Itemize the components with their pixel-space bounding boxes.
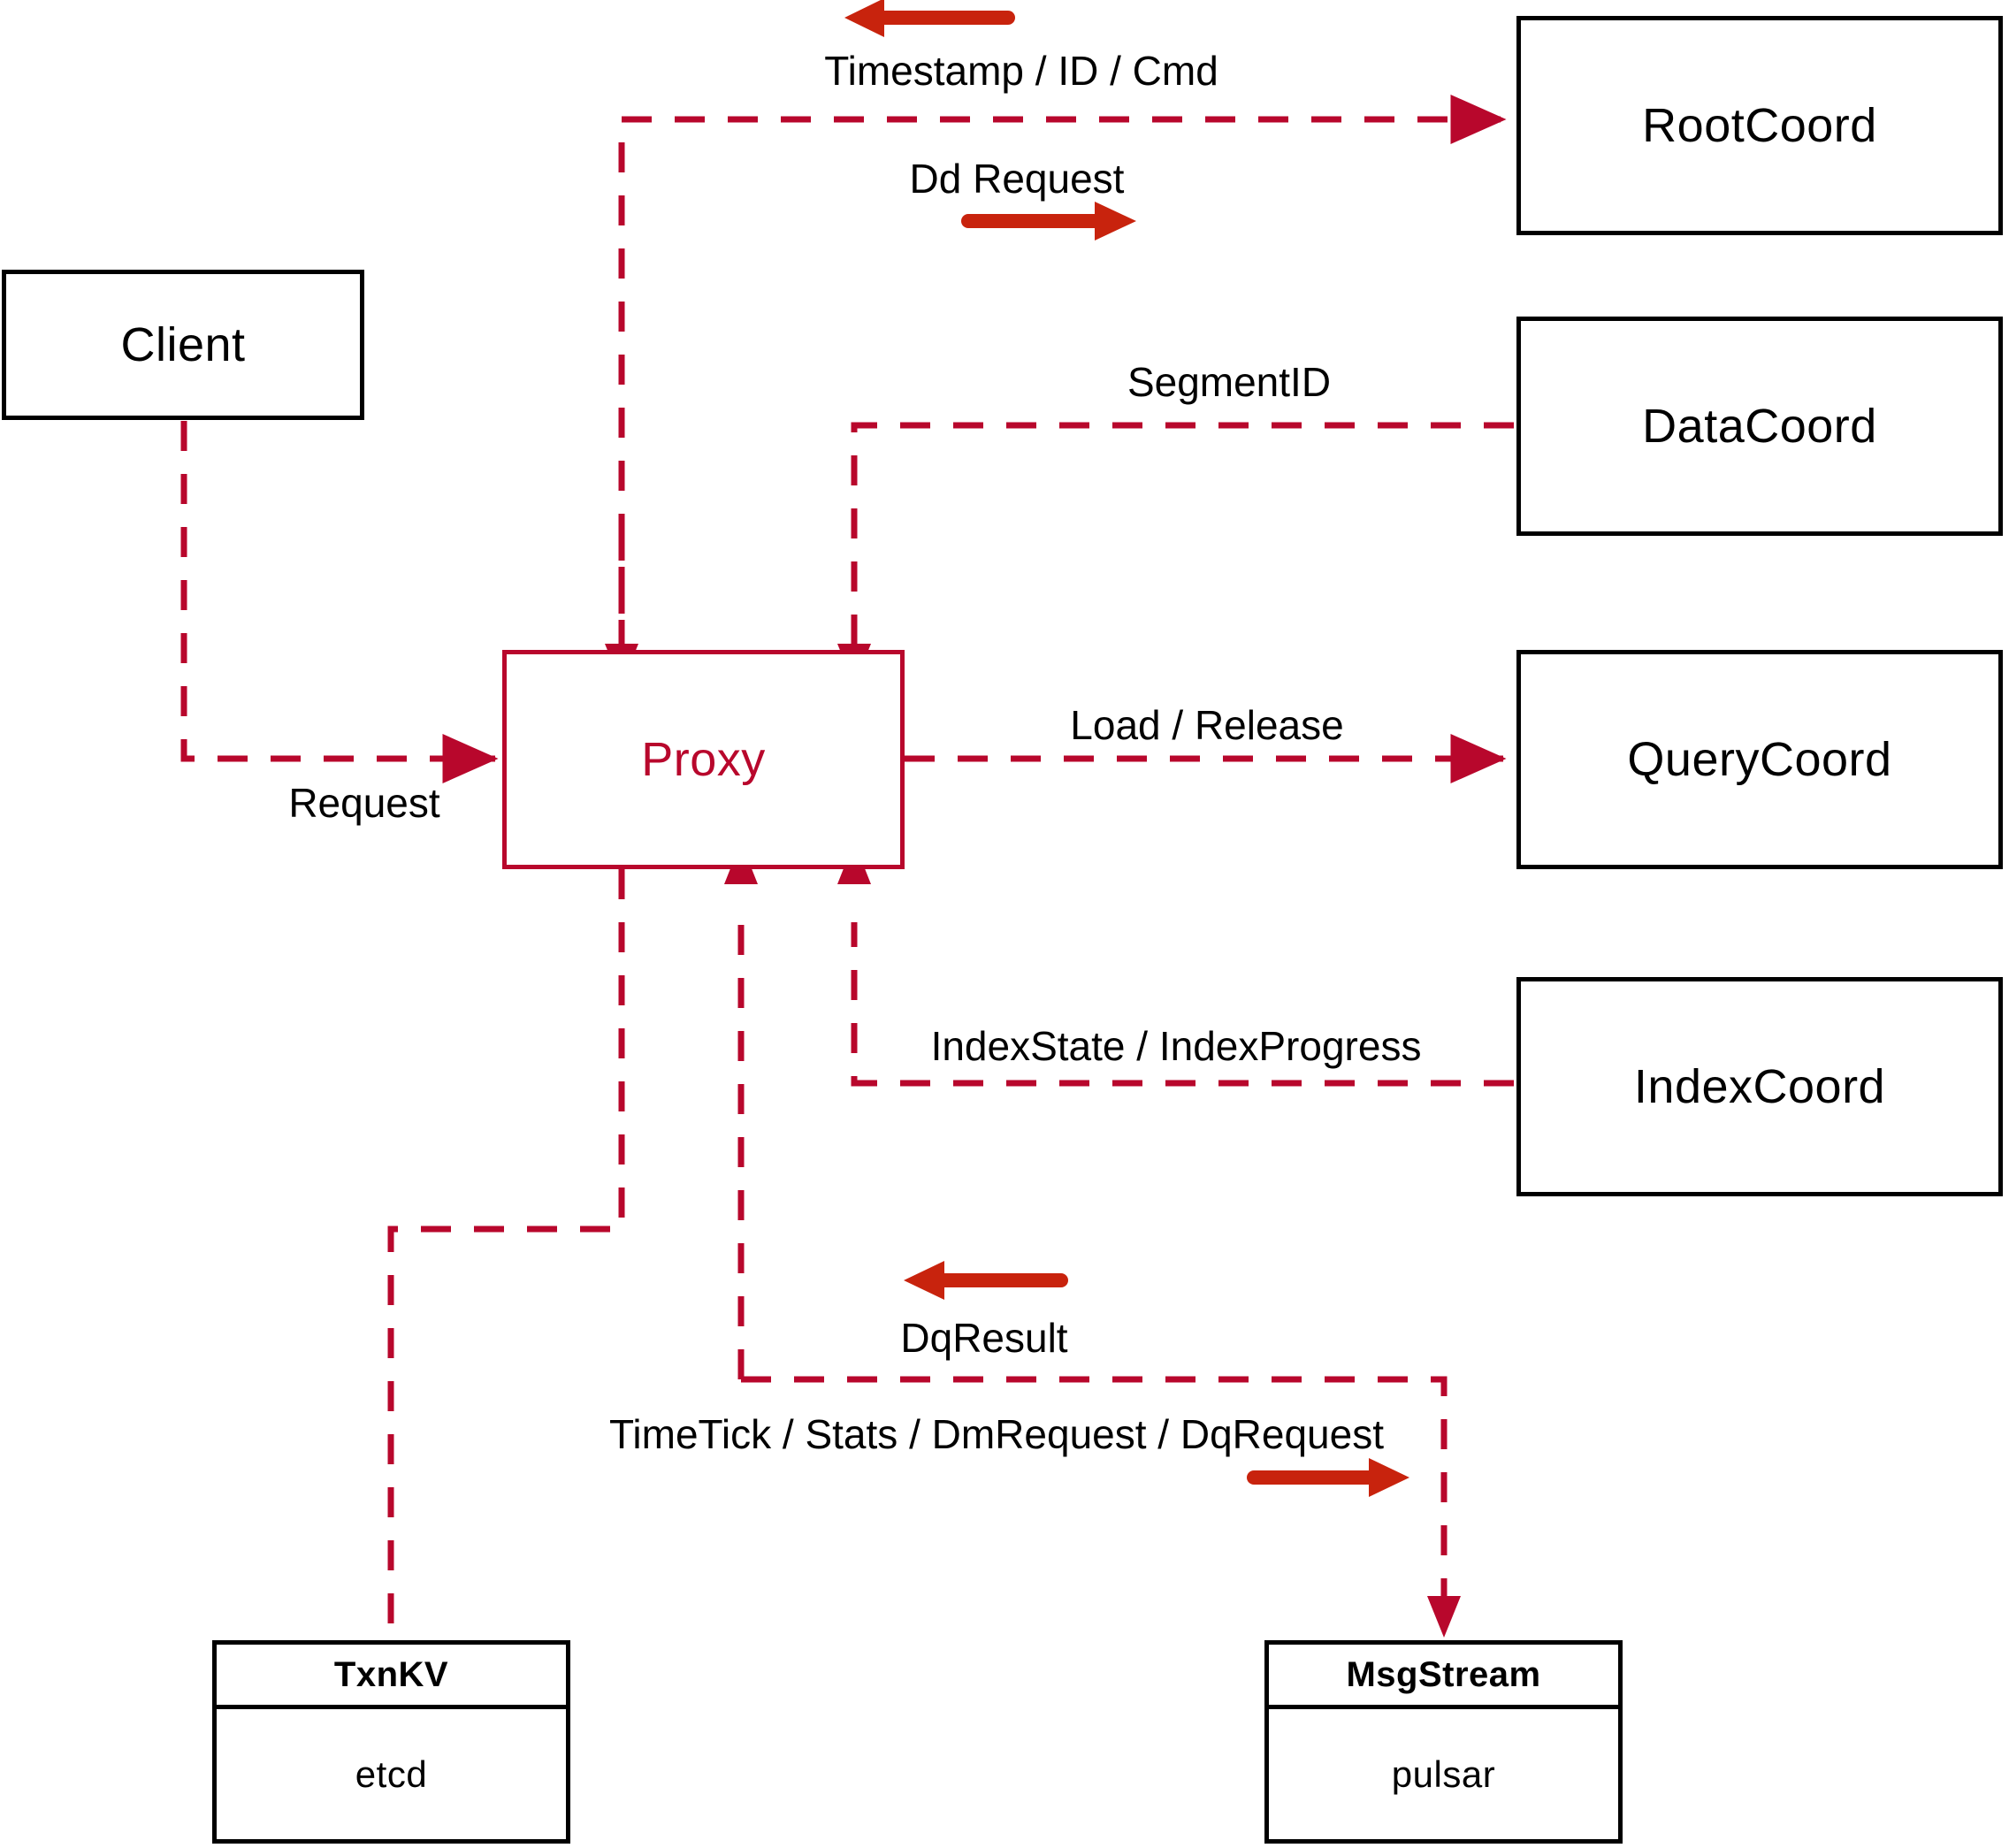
direction-arrow-dqrequest-right — [1247, 1458, 1409, 1497]
edge-label-timestamp-id-cmd: Timestamp / ID / Cmd — [824, 48, 1218, 94]
node-msgstream[interactable]: MsgStream pulsar — [1264, 1640, 1623, 1844]
node-rootcoord-label: RootCoord — [1642, 99, 1877, 152]
direction-arrow-timestamp-left — [844, 0, 1015, 37]
node-rootcoord[interactable]: RootCoord — [1516, 16, 2003, 235]
wire-datacoord-proxy — [837, 422, 1514, 685]
node-msgstream-label: MsgStream — [1346, 1655, 1541, 1694]
direction-arrow-dd-request-right — [961, 202, 1136, 241]
node-txnkv-impl: etcd — [355, 1753, 428, 1795]
node-msgstream-header: MsgStream — [1269, 1645, 1618, 1709]
node-querycoord-label: QueryCoord — [1627, 733, 1892, 786]
node-proxy[interactable]: Proxy — [502, 650, 905, 869]
node-proxy-label: Proxy — [641, 733, 766, 786]
edge-label-load-release: Load / Release — [1070, 702, 1344, 748]
node-txnkv[interactable]: TxnKV etcd — [212, 1640, 570, 1844]
node-msgstream-body: pulsar — [1269, 1709, 1618, 1839]
node-datacoord-label: DataCoord — [1642, 400, 1877, 453]
node-client[interactable]: Client — [2, 270, 364, 420]
node-client-label: Client — [120, 318, 246, 371]
edge-label-dd-request: Dd Request — [909, 156, 1125, 202]
edge-label-dq-result: DqResult — [900, 1315, 1068, 1361]
edge-label-request: Request — [288, 780, 440, 826]
node-indexcoord[interactable]: IndexCoord — [1516, 977, 2003, 1196]
node-txnkv-header: TxnKV — [217, 1645, 566, 1709]
node-querycoord[interactable]: QueryCoord — [1516, 650, 2003, 869]
wire-client-proxy — [180, 421, 499, 783]
node-indexcoord-label: IndexCoord — [1633, 1060, 1886, 1113]
edge-label-timetick-stats: TimeTick / Stats / DmRequest / DqRequest — [609, 1411, 1384, 1457]
node-datacoord[interactable]: DataCoord — [1516, 317, 2003, 536]
node-txnkv-label: TxnKV — [333, 1655, 449, 1694]
wire-proxy-txnkv — [387, 869, 625, 1640]
node-txnkv-body: etcd — [217, 1709, 566, 1839]
edge-label-index-state-progress: IndexState / IndexProgress — [930, 1023, 1422, 1069]
node-msgstream-impl: pulsar — [1391, 1753, 1496, 1795]
edge-label-segment-id: SegmentID — [1127, 359, 1332, 405]
wire-msgstream-proxy-dqresult — [724, 842, 758, 1379]
direction-arrow-dqresult-left — [904, 1261, 1068, 1300]
